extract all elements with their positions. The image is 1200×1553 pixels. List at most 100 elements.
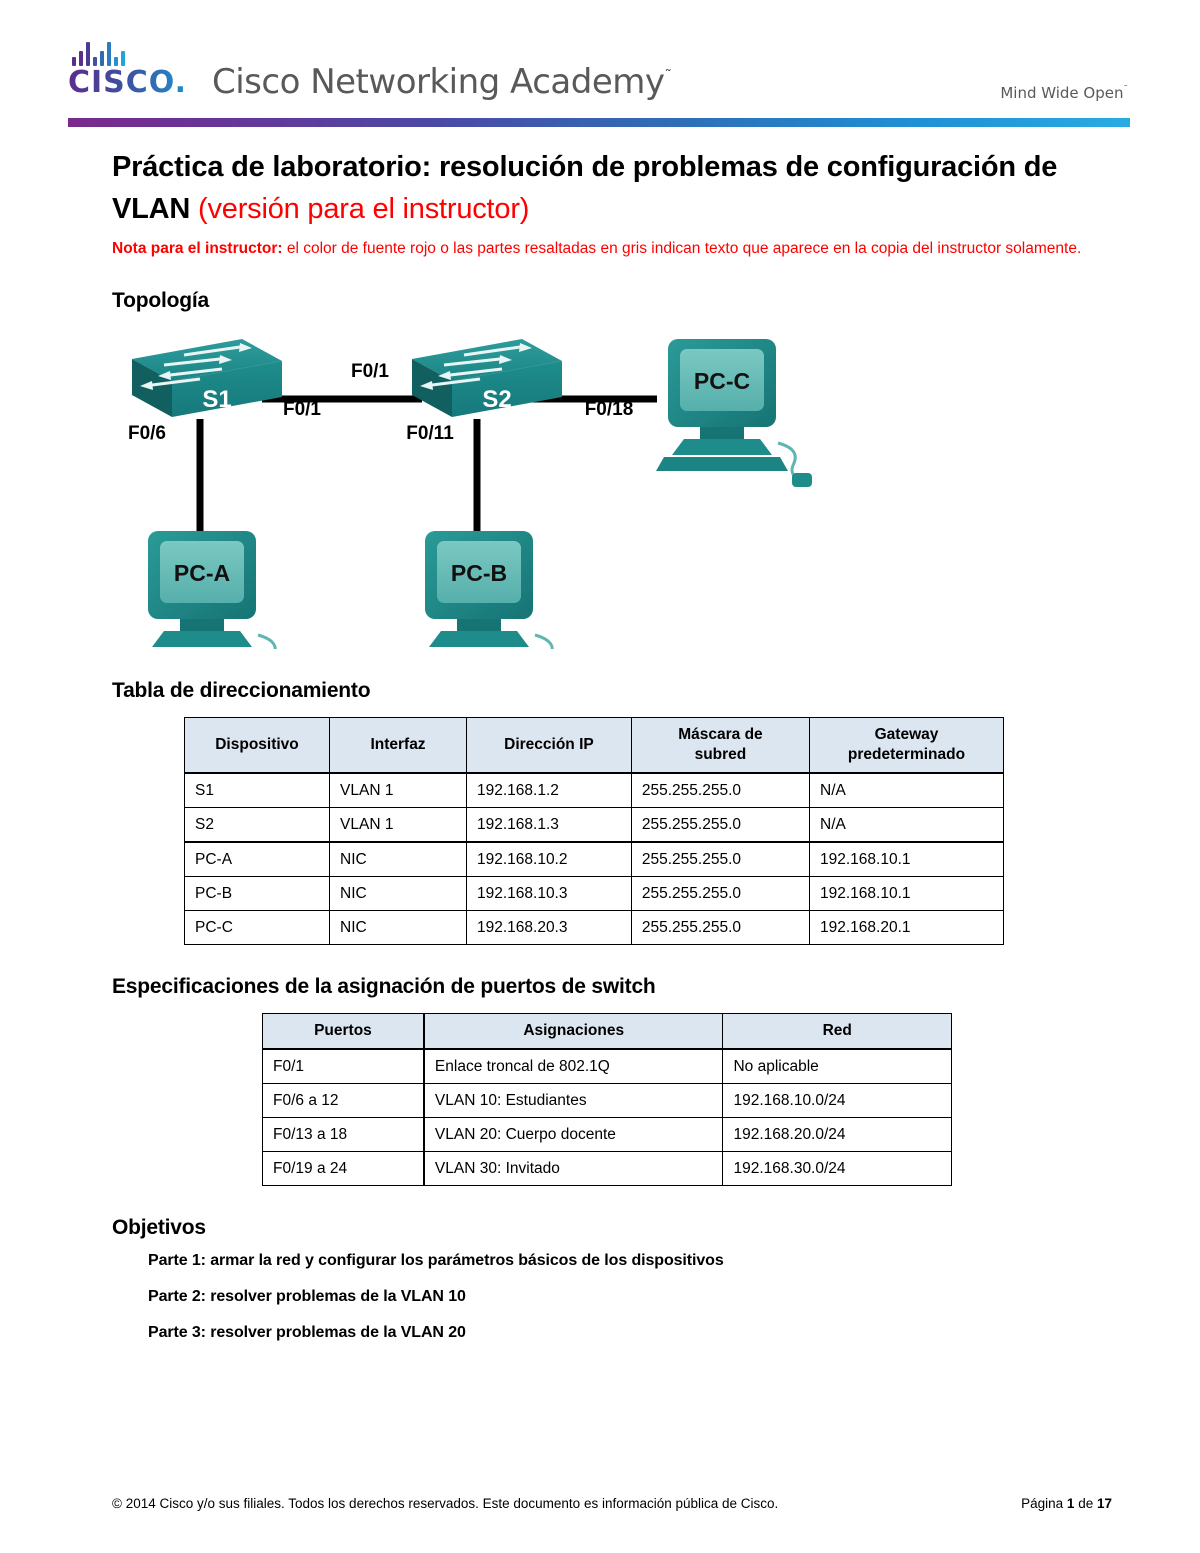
device-label-pc-c: PC-C [694,368,750,394]
footer-page-number: Página 1 de 17 [1021,1496,1112,1511]
cell-asignaciones: VLAN 20: Cuerpo docente [423,1117,724,1152]
academy-title-text: Cisco Networking Academy [212,62,665,102]
port-assignment-table: Puertos Asignaciones Red F0/1 Enlace tro… [261,1013,952,1186]
table-row: PC-A NIC 192.168.10.2 255.255.255.0 192.… [183,841,1004,877]
cell-dispositivo: PC-A [183,841,331,877]
cell-gateway: 192.168.20.1 [809,910,1004,945]
academy-trademark: ˜ [664,66,672,85]
cell-red: 192.168.10.0/24 [722,1083,952,1118]
table-row: S1 VLAN 1 192.168.1.2 255.255.255.0 N/A [183,772,1004,808]
cisco-logo: CISCO. [68,42,200,100]
device-pc-c-icon: PC-C [656,339,812,487]
cell-interfaz: VLAN 1 [329,807,467,843]
academy-title: Cisco Networking Academy˜ [212,62,672,102]
link-label-s2-down: F0/11 [406,423,454,444]
device-label-pc-a: PC-A [174,560,230,586]
cell-mascara: 255.255.255.0 [630,841,811,877]
cell-dispositivo: PC-C [183,910,331,945]
section-heading-topology: Topología [112,289,209,312]
link-label-s1-right: F0/1 [283,399,321,420]
tagline: Mind Wide Open˜ [1000,84,1128,102]
device-pc-a-icon: PC-A [148,531,277,649]
section-heading-addressing-table: Tabla de direccionamiento [112,679,371,702]
topology-diagram: S1 S2 [112,329,1100,649]
cell-red: 192.168.30.0/24 [722,1151,952,1186]
addressing-table: Dispositivo Interfaz Dirección IP Máscar… [183,717,1004,945]
cell-ip: 192.168.10.2 [465,841,632,877]
cell-gateway: 192.168.10.1 [809,841,1004,877]
table-header-row: Puertos Asignaciones Red [261,1013,952,1050]
cell-ip: 192.168.20.3 [465,910,632,945]
table-row: F0/13 a 18 VLAN 20: Cuerpo docente 192.1… [261,1117,952,1152]
link-label-s1-s2-top: F0/1 [351,361,389,382]
objectives-list: Parte 1: armar la red y configurar los p… [112,1252,1100,1342]
cell-interfaz: NIC [329,910,467,945]
cell-puertos: F0/1 [261,1048,425,1084]
col-header-puertos: Puertos [261,1013,425,1050]
topology-cables [196,395,657,534]
cell-mascara: 255.255.255.0 [630,772,811,808]
device-label-s1: S1 [202,386,231,413]
cell-interfaz: NIC [329,876,467,911]
cell-ip: 192.168.10.3 [465,876,632,911]
cell-ip: 192.168.1.3 [465,807,632,843]
device-label-pc-b: PC-B [451,560,507,586]
table-row: F0/19 a 24 VLAN 30: Invitado 192.168.30.… [261,1151,952,1186]
page-footer: © 2014 Cisco y/o sus filiales. Todos los… [112,1496,1112,1511]
device-s2-icon: S2 [412,339,562,417]
page-title-instructor-version: (versión para el instructor) [198,193,530,225]
cell-red: No aplicable [722,1048,952,1084]
device-s1-icon: S1 [132,339,282,417]
cell-gateway: 192.168.10.1 [809,876,1004,911]
table-header-row: Dispositivo Interfaz Dirección IP Máscar… [183,717,1004,774]
section-heading-objectives: Objetivos [112,1216,206,1239]
list-item: Parte 2: resolver problemas de la VLAN 1… [148,1288,466,1305]
cell-interfaz: VLAN 1 [329,772,467,808]
cell-mascara: 255.255.255.0 [630,910,811,945]
cell-asignaciones: Enlace troncal de 802.1Q [423,1048,724,1084]
cisco-bars-icon [68,42,200,66]
cell-asignaciones: VLAN 10: Estudiantes [423,1083,724,1118]
cisco-wordmark: CISCO. [68,66,200,100]
cell-mascara: 255.255.255.0 [630,807,811,843]
cell-asignaciones: VLAN 30: Invitado [423,1151,724,1186]
brand-gradient-divider [68,118,1130,127]
tagline-text: Mind Wide Open [1000,84,1124,102]
cell-ip: 192.168.1.2 [465,772,632,808]
col-header-asignaciones: Asignaciones [423,1013,724,1050]
table-row: PC-C NIC 192.168.20.3 255.255.255.0 192.… [183,910,1004,945]
instructor-note-label: Nota para el instructor: [112,240,283,257]
cell-gateway: N/A [809,807,1004,843]
col-header-dispositivo: Dispositivo [183,717,331,774]
tagline-trademark: ˜ [1123,85,1129,95]
cell-puertos: F0/6 a 12 [261,1083,425,1118]
cell-dispositivo: S1 [183,772,331,808]
cell-puertos: F0/19 a 24 [261,1151,425,1186]
cell-puertos: F0/13 a 18 [261,1117,425,1152]
page-title: Práctica de laboratorio: resolución de p… [112,146,1100,230]
cell-red: 192.168.20.0/24 [722,1117,952,1152]
document-body: Práctica de laboratorio: resolución de p… [0,146,1200,1342]
cell-mascara: 255.255.255.0 [630,876,811,911]
col-header-red: Red [722,1013,952,1050]
list-item: Parte 1: armar la red y configurar los p… [148,1252,724,1269]
section-heading-port-spec: Especificaciones de la asignación de pue… [112,975,656,998]
page-header: CISCO. Cisco Networking Academy˜ Mind Wi… [0,0,1200,132]
col-header-interfaz: Interfaz [329,717,467,774]
instructor-note-body: el color de fuente rojo o las partes res… [282,240,1082,257]
link-label-s2-right: F0/18 [585,399,634,420]
device-pc-b-icon: PC-B [425,531,554,649]
link-label-s1-down: F0/6 [128,423,166,444]
instructor-note: Nota para el instructor: el color de fue… [112,238,1100,259]
cell-interfaz: NIC [329,841,467,877]
page-title-main: Práctica de laboratorio: resolución de p… [112,151,1058,225]
footer-copyright: © 2014 Cisco y/o sus filiales. Todos los… [112,1496,779,1511]
table-row: S2 VLAN 1 192.168.1.3 255.255.255.0 N/A [183,807,1004,843]
device-label-s2: S2 [482,386,511,413]
col-header-direccion-ip: Dirección IP [465,717,632,774]
table-row: PC-B NIC 192.168.10.3 255.255.255.0 192.… [183,876,1004,911]
list-item: Parte 3: resolver problemas de la VLAN 2… [148,1324,466,1341]
table-row: F0/1 Enlace troncal de 802.1Q No aplicab… [261,1048,952,1084]
